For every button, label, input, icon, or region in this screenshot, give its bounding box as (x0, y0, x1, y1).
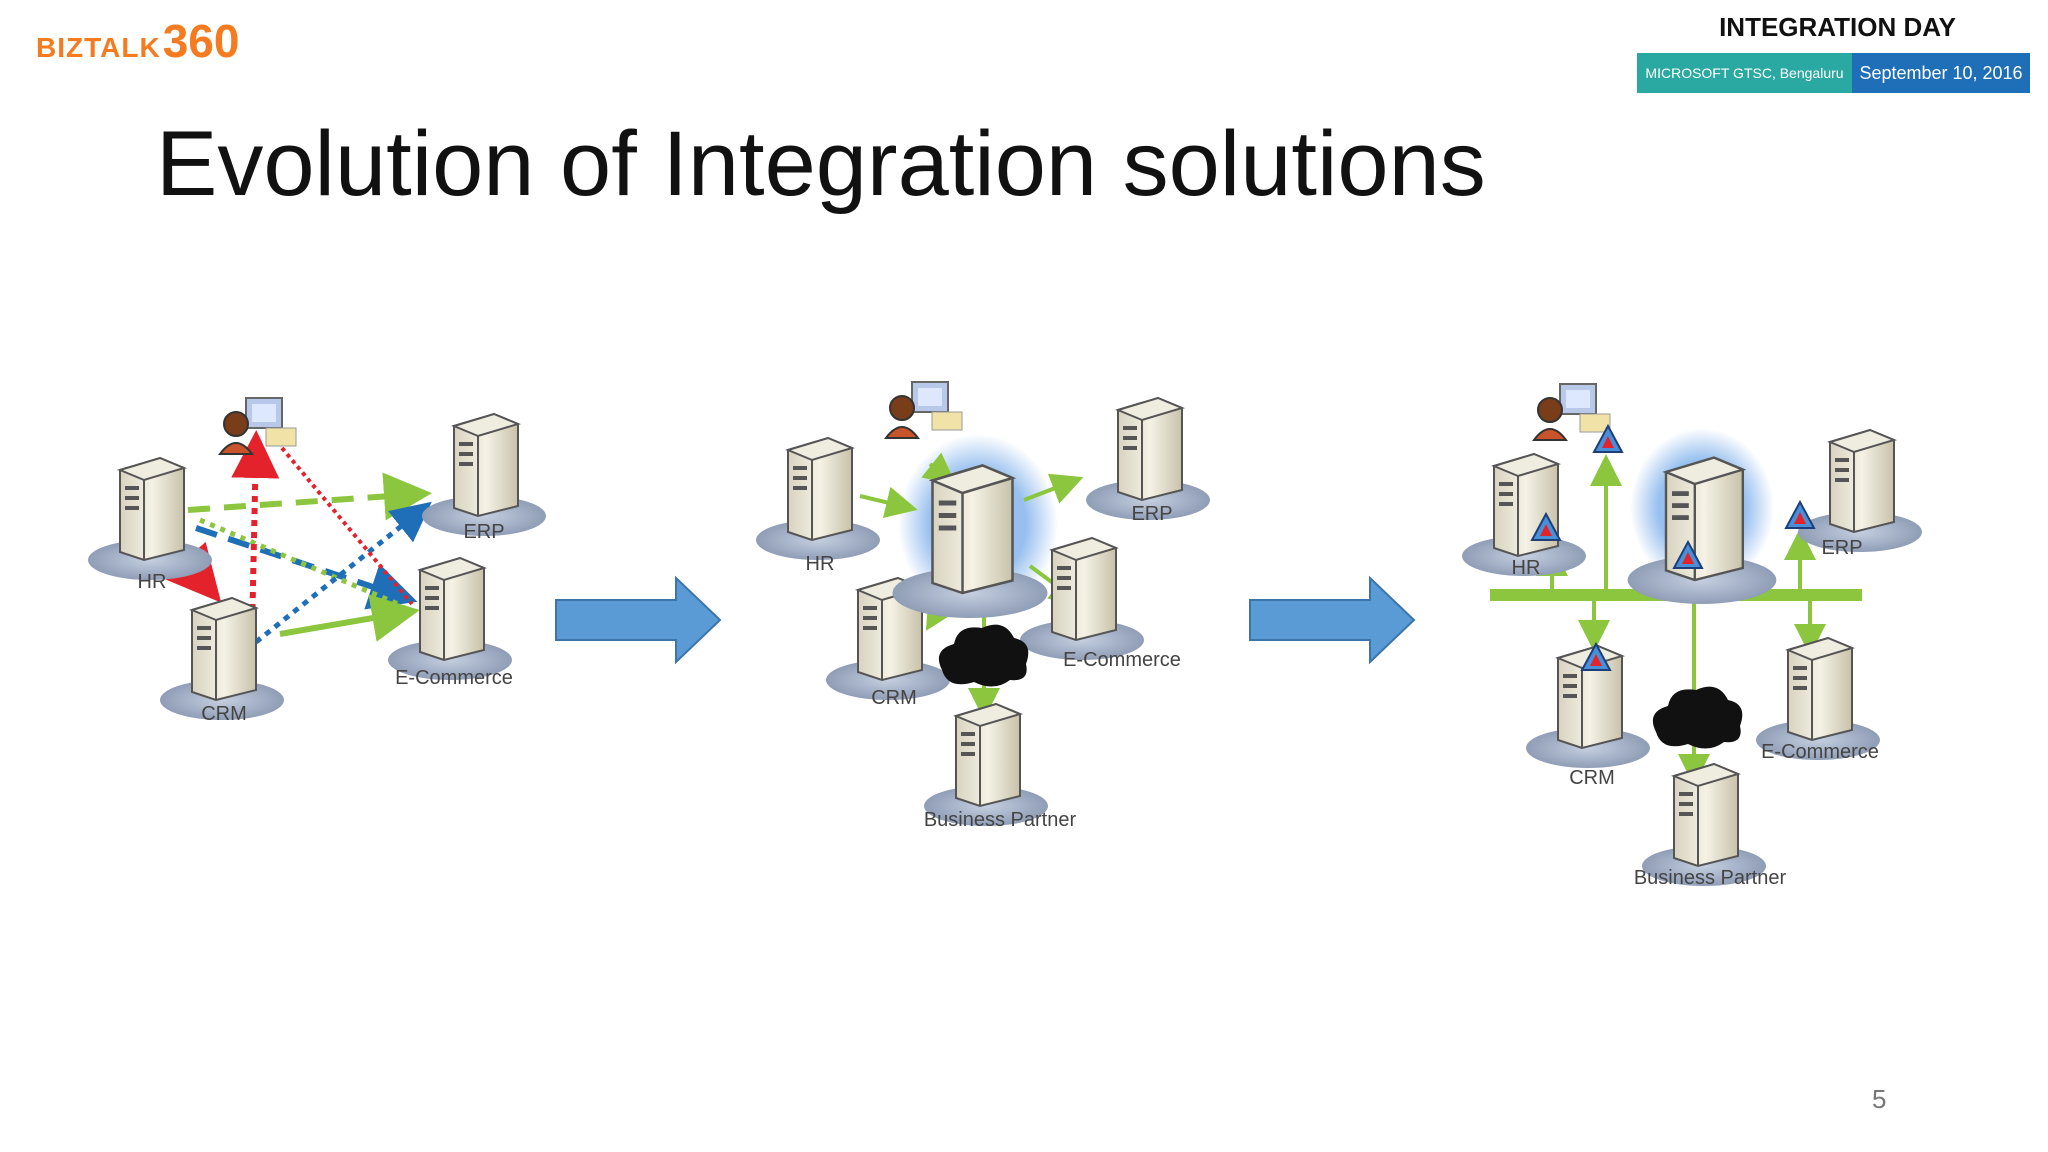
cloud-icon (1652, 686, 1743, 749)
ecommerce-server-icon (387, 557, 513, 681)
crm-label: CRM (1569, 767, 1615, 789)
hub-and-spoke-diagram: HR ERP CRM E-Commerce Business Partner (755, 381, 1211, 831)
crm-label: CRM (201, 703, 247, 725)
cloud-icon (938, 624, 1029, 687)
hr-server-icon (755, 437, 881, 561)
link-crm-ecommerce (279, 594, 420, 642)
logo-text: BIZTALK (36, 32, 161, 63)
logo-number: 360 (162, 15, 240, 67)
event-venue: MICROSOFT GTSC, Bengaluru (1637, 53, 1852, 93)
link-user-ecommerce (280, 446, 414, 606)
erp-server-icon (1797, 429, 1923, 553)
user-workstation-icon (885, 381, 963, 439)
link-hr-ecommerce-2 (199, 517, 399, 607)
page-title: Evolution of Integration solutions (156, 113, 1486, 215)
arrow-right-icon (1249, 577, 1415, 663)
ecommerce-label: E-Commerce (1761, 741, 1879, 763)
erp-label: ERP (1821, 537, 1862, 559)
partner-label: Business Partner (924, 809, 1077, 831)
biztalk360-logo: BIZTALK 360 (36, 14, 239, 68)
partner-label: Business Partner (1634, 867, 1787, 889)
hr-label: HR (138, 571, 167, 593)
hr-server-icon (87, 457, 213, 581)
crm-label: CRM (871, 687, 917, 709)
event-date: September 10, 2016 (1852, 53, 2030, 93)
link-hr-ecommerce (195, 525, 418, 610)
hr-label: HR (1512, 557, 1541, 579)
event-title: INTEGRATION DAY (1719, 12, 1956, 42)
link-hr-erp (187, 472, 432, 521)
arrow-right-icon (555, 577, 721, 663)
erp-server-icon (1085, 397, 1211, 521)
page-number: 5 (1872, 1084, 1887, 1114)
erp-label: ERP (463, 521, 504, 543)
erp-label: ERP (1131, 503, 1172, 525)
link-crm-user (231, 430, 280, 635)
partner-server-icon (923, 703, 1049, 827)
point-to-point-diagram: HR ERP CRM E-Commerce (87, 397, 547, 725)
adapter-icon (1785, 501, 1815, 529)
hr-label: HR (806, 553, 835, 575)
user-workstation-icon (219, 397, 297, 455)
crm-server-icon (159, 597, 285, 721)
user-workstation-icon (1533, 383, 1611, 441)
erp-server-icon (421, 413, 547, 537)
bus-diagram: HR ERP CRM E-Commerce Business Partner (1461, 383, 1923, 889)
ecommerce-label: E-Commerce (1063, 649, 1181, 671)
ecommerce-label: E-Commerce (395, 667, 513, 689)
event-banner: MICROSOFT GTSC, Bengaluru September 10, … (1637, 53, 2030, 93)
